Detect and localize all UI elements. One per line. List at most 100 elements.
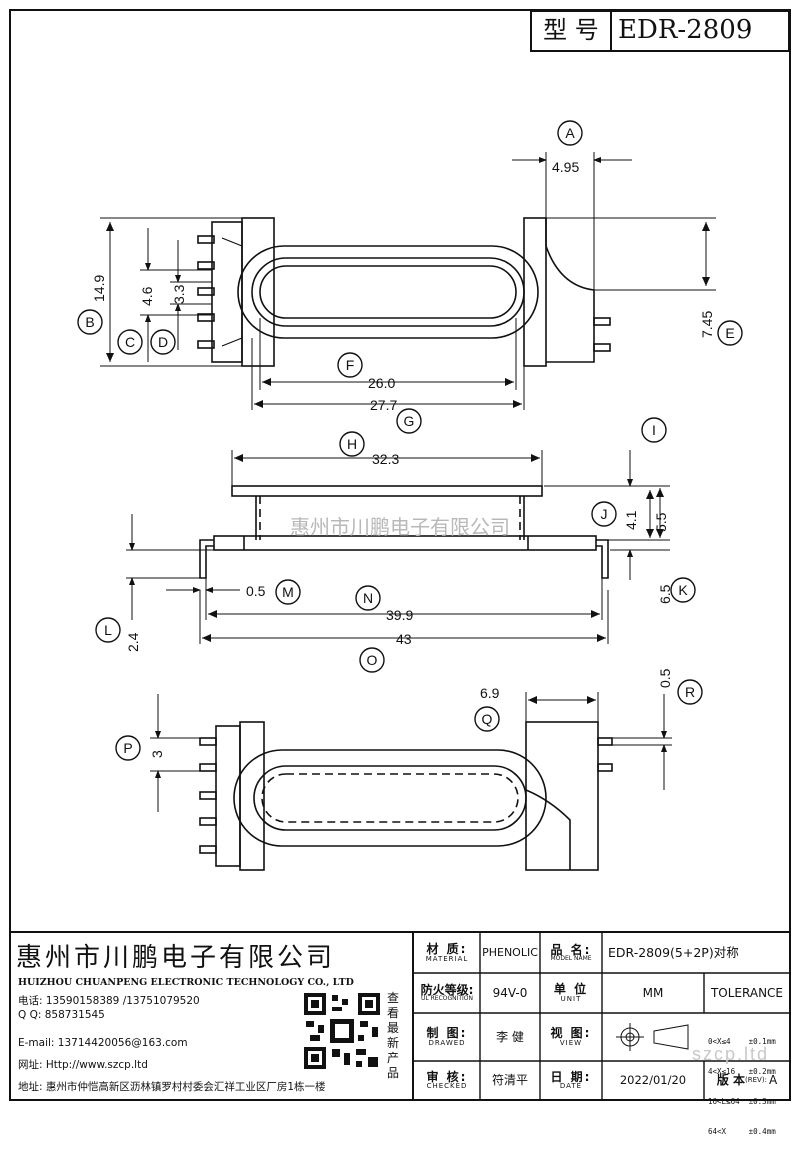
table-grid: [414, 933, 790, 1100]
fire-value: 94V-0: [492, 985, 528, 1000]
rev-label-small: (REV):: [745, 1075, 767, 1084]
model-name-label: 品 名:: [550, 942, 592, 957]
company-address: 地址: 惠州市仲恺高新区沥林镇罗村村委会汇祥工业区厂房1栋一楼: [18, 1081, 326, 1093]
check-label-en: CHECKED: [426, 1082, 468, 1091]
company-phone: 电话: 13590158389 /13751079520: [18, 995, 200, 1007]
bottom-view: [199, 721, 613, 871]
dim-arrows: [106, 222, 710, 704]
qr-caption: 查看最新产品: [387, 991, 400, 1080]
material-value: PHENOLIC: [482, 946, 538, 960]
material-label: 材 质:: [426, 942, 468, 957]
material-label-cell: 材 质: MATERIAL: [414, 933, 480, 973]
fire-label-en: UL RECOGNITION: [420, 995, 474, 1003]
company-name-cn: 惠州市川鹏电子有限公司: [16, 943, 336, 973]
dim-value-o: 43: [396, 631, 412, 647]
side-view: [199, 485, 609, 579]
model-name-label-cell: 品 名: MODEL NAME: [540, 933, 602, 973]
view-label: 视 图:: [550, 1026, 592, 1041]
dimension-lines: [100, 152, 716, 812]
model-value: EDR-2809: [618, 15, 753, 46]
dim-letter-e: E: [725, 325, 734, 341]
unit-value: MM: [642, 985, 664, 1000]
company-name-en: HUIZHOU CHUANPENG ELECTRONIC TECHNOLOGY …: [18, 977, 354, 988]
material-label-en: MATERIAL: [425, 954, 469, 963]
dim-value-b: 14.9: [91, 275, 107, 302]
footer-block: 惠州市川鹏电子有限公司 HUIZHOU CHUANPENG ELECTRONIC…: [10, 931, 790, 1136]
dim-letter-c: C: [125, 334, 135, 350]
dim-letter-d: D: [158, 334, 168, 350]
model-label: 型 号: [532, 12, 612, 50]
dim-letter-b: B: [85, 314, 94, 330]
dim-letter-m: M: [282, 584, 294, 600]
fire-label-cell: 防火等级: UL RECOGNITION: [414, 973, 480, 1013]
dim-letter-l: L: [104, 622, 112, 638]
check-value: 符清平: [491, 1073, 528, 1088]
dim-letter-o: O: [367, 652, 378, 668]
dim-letter-i: I: [652, 422, 656, 438]
dim-value-m: 0.5: [246, 583, 266, 599]
drawn-value: 李 健: [496, 1029, 524, 1044]
date-value: 2022/01/20: [619, 1073, 687, 1088]
projection-symbol-icon: [616, 1023, 689, 1051]
dim-letter-a: A: [565, 125, 575, 141]
dim-letter-k: K: [678, 582, 688, 598]
dim-letter-g: G: [404, 413, 415, 429]
dim-value-d: 3.3: [171, 284, 187, 304]
tolerance-row: 4<X≤16 ±0.2mm: [708, 1067, 776, 1076]
unit-label: 单 位: [553, 982, 589, 997]
tolerance-label: TOLERANCE: [710, 985, 784, 1000]
drawn-label-cell: 制 图: DRAWED: [414, 1013, 480, 1061]
drawn-label: 制 图:: [426, 1026, 468, 1041]
dim-value-c: 4.6: [139, 286, 155, 306]
dim-letter-r: R: [685, 684, 695, 700]
dim-letter-circles: [77, 120, 743, 761]
qr-code-icon: [302, 991, 382, 1071]
dim-letters: A B C D E F G H I J K L M N O P Q R: [85, 125, 734, 756]
dim-value-e: 7.45: [699, 311, 715, 338]
unit-label-en: UNIT: [560, 994, 582, 1003]
dim-value-n: 39.9: [386, 607, 413, 623]
model-name-label-en: MODEL NAME: [550, 955, 592, 963]
tolerance-row: 16<L≤64 ±0.3mm: [708, 1097, 776, 1106]
dim-value-h: 32.3: [372, 451, 399, 467]
date-label-en: DATE: [559, 1082, 583, 1091]
company-email: E-mail: 13714420056@163.com: [18, 1037, 188, 1049]
dim-letter-n: N: [363, 590, 373, 606]
view-label-en: VIEW: [559, 1038, 583, 1047]
dim-letter-p: P: [123, 740, 132, 756]
dim-value-l: 2.4: [125, 632, 141, 652]
unit-label-cell: 单 位 UNIT: [540, 973, 602, 1013]
company-qq: Q Q: 858731545: [18, 1009, 105, 1021]
watermark-text: 惠州市川鹏电子有限公司: [290, 515, 510, 539]
dim-value-p: 3: [149, 750, 165, 758]
company-website: 网址: Http://www.szcp.ltd: [18, 1059, 148, 1071]
dim-value-q: 6.9: [480, 685, 500, 701]
rev-label: 版 本: [716, 1073, 746, 1088]
spec-table: 材 质: MATERIAL PHENOLIC 品 名: MODEL NAME E…: [412, 933, 790, 1136]
tolerance-row: 64<X ±0.4mm: [708, 1127, 776, 1136]
site-watermark: szcp.ltd: [692, 1044, 770, 1064]
dim-value-g: 27.7: [370, 397, 397, 413]
dim-values: 4.95 14.9 4.6 3.3 7.45 26.0 27.7 32.3 5.…: [91, 159, 715, 758]
tolerance-row: 0<X≤4 ±0.1mm: [708, 1037, 776, 1046]
rev-value: A: [768, 1073, 778, 1088]
date-label-cell: 日 期: DATE: [540, 1061, 602, 1100]
dim-value-r: 0.5: [657, 668, 673, 688]
technical-drawing: A B C D E F G H I J K L M N O P Q R 4.95…: [9, 9, 791, 1101]
fire-label: 防火等级:: [420, 982, 474, 997]
model-name-value: EDR-2809(5+2P)对称: [608, 945, 739, 961]
drawn-label-en: DRAWED: [428, 1038, 466, 1047]
drawing-sheet: 型 号 EDR-2809: [9, 9, 791, 1136]
dim-value-j: 4.1: [623, 510, 639, 530]
dim-letter-j: J: [601, 506, 608, 522]
sheet-border: [9, 9, 791, 1101]
dim-letter-f: F: [346, 357, 355, 373]
dim-value-f: 26.0: [368, 375, 395, 391]
dim-value-k: 6.5: [657, 584, 673, 604]
check-label-cell: 审 核: CHECKED: [414, 1061, 480, 1100]
view-label-cell: 视 图: VIEW: [540, 1013, 602, 1061]
dim-letter-h: H: [347, 436, 357, 452]
company-info: 惠州市川鹏电子有限公司 HUIZHOU CHUANPENG ELECTRONIC…: [10, 933, 412, 1100]
dim-letter-q: Q: [482, 711, 493, 727]
dim-value-i: 5.5: [653, 512, 669, 532]
